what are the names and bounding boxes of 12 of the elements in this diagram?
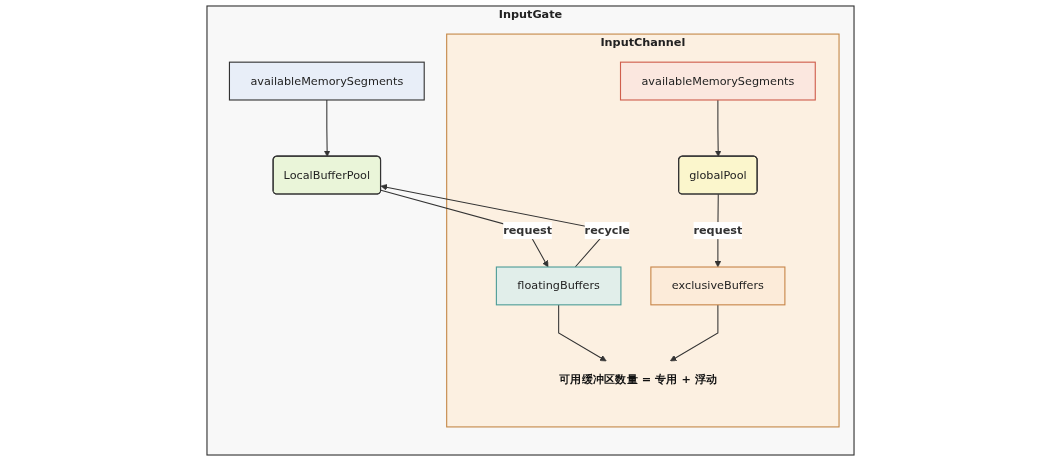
node-box: availableMemorySegments <box>619 61 816 101</box>
arrow <box>558 304 607 362</box>
node-box: exclusiveBuffers <box>650 266 786 306</box>
edge-label: request <box>693 223 743 238</box>
node-text: 可用缓冲区数量 = 专用 + 浮动 <box>559 372 718 387</box>
arrow <box>714 99 722 157</box>
arrow <box>670 304 719 362</box>
node-box: availableMemorySegments <box>228 61 425 101</box>
edge-label: recycle <box>584 223 630 238</box>
arrow <box>323 99 331 157</box>
node-box: floatingBuffers <box>495 266 622 306</box>
edge-label: request <box>503 223 553 238</box>
